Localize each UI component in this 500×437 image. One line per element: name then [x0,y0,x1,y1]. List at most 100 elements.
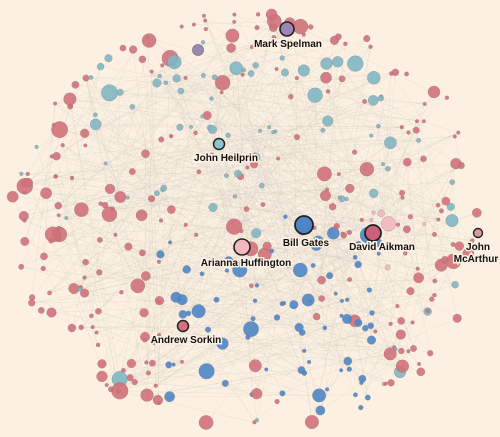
network-node[interactable] [415,266,420,271]
network-node[interactable] [329,35,340,45]
network-node[interactable] [40,252,48,261]
network-node[interactable] [185,310,192,317]
network-node[interactable] [170,291,182,303]
network-node[interactable] [301,370,308,376]
network-node[interactable] [366,287,372,293]
network-node[interactable] [262,241,272,251]
network-node[interactable] [259,182,265,189]
network-node[interactable] [94,330,99,335]
network-node[interactable] [281,301,286,306]
network-node[interactable] [359,380,364,385]
network-node[interactable] [78,324,84,331]
network-node[interactable] [363,35,371,43]
network-node[interactable] [427,85,441,99]
network-node[interactable] [308,24,314,30]
network-node[interactable] [153,383,158,388]
network-node[interactable] [422,102,427,106]
network-node[interactable] [265,8,278,21]
network-node[interactable] [369,133,374,138]
network-node[interactable] [232,262,248,278]
network-node[interactable] [71,80,80,89]
network-node[interactable] [166,337,174,344]
network-node[interactable] [96,269,103,276]
network-node[interactable] [294,134,300,141]
network-node[interactable] [400,195,405,200]
network-node[interactable] [413,272,424,284]
network-node[interactable] [345,183,355,193]
network-node[interactable] [200,40,206,45]
network-node[interactable] [384,264,391,271]
network-node[interactable] [142,338,147,343]
node-john-mcarthur[interactable] [472,227,484,239]
network-node[interactable] [179,24,184,29]
network-node[interactable] [320,190,331,202]
network-node[interactable] [46,307,57,318]
network-node[interactable] [108,386,114,393]
network-node[interactable] [320,57,333,70]
network-node[interactable] [432,292,437,298]
network-node[interactable] [446,202,455,211]
network-node[interactable] [158,136,165,143]
network-node[interactable] [371,210,376,215]
network-node[interactable] [337,195,342,200]
network-node[interactable] [156,259,161,264]
network-node[interactable] [322,325,328,331]
network-node[interactable] [317,275,326,285]
network-node[interactable] [297,64,310,77]
network-node[interactable] [141,149,150,158]
network-node[interactable] [198,363,215,380]
network-node[interactable] [312,312,321,321]
network-node[interactable] [410,345,417,352]
network-node[interactable] [51,121,68,138]
network-node[interactable] [129,45,138,54]
network-node[interactable] [352,254,358,260]
network-node[interactable] [289,300,299,310]
network-node[interactable] [320,127,326,133]
network-node[interactable] [294,322,304,332]
network-node[interactable] [354,241,362,249]
network-node[interactable] [274,67,279,71]
network-node[interactable] [160,184,168,192]
network-node[interactable] [111,382,129,400]
network-node[interactable] [157,333,162,338]
network-node[interactable] [83,143,88,148]
network-node[interactable] [156,250,165,259]
network-node[interactable] [183,222,188,227]
network-node[interactable] [416,367,426,377]
network-node[interactable] [292,18,309,35]
network-node[interactable] [114,191,127,203]
network-node[interactable] [116,88,124,96]
network-node[interactable] [285,262,292,269]
network-node[interactable] [157,73,162,78]
network-node[interactable] [381,162,385,167]
network-node[interactable] [249,283,254,288]
node-purple-hub[interactable] [192,44,204,56]
network-node[interactable] [325,387,330,392]
network-node[interactable] [103,161,108,166]
network-node[interactable] [205,326,211,333]
network-node[interactable] [369,218,374,223]
network-node[interactable] [347,277,352,282]
network-node[interactable] [368,44,373,49]
network-node[interactable] [200,114,205,119]
network-node[interactable] [422,222,427,227]
network-node[interactable] [429,296,435,302]
network-node[interactable] [432,278,438,284]
network-node[interactable] [48,238,54,244]
network-node[interactable] [214,75,231,91]
network-node[interactable] [234,169,242,178]
network-node[interactable] [399,189,406,196]
network-node[interactable] [245,334,251,340]
network-node[interactable] [160,63,165,68]
network-node[interactable] [345,297,350,302]
network-node[interactable] [104,383,109,387]
network-node[interactable] [452,313,462,323]
network-node[interactable] [415,119,419,124]
network-node[interactable] [444,95,449,100]
network-node[interactable] [239,228,244,234]
network-node[interactable] [126,374,134,382]
network-node[interactable] [312,388,326,403]
network-node[interactable] [82,74,90,82]
node-andrew-sorkin[interactable] [176,319,190,333]
network-node[interactable] [199,271,205,277]
